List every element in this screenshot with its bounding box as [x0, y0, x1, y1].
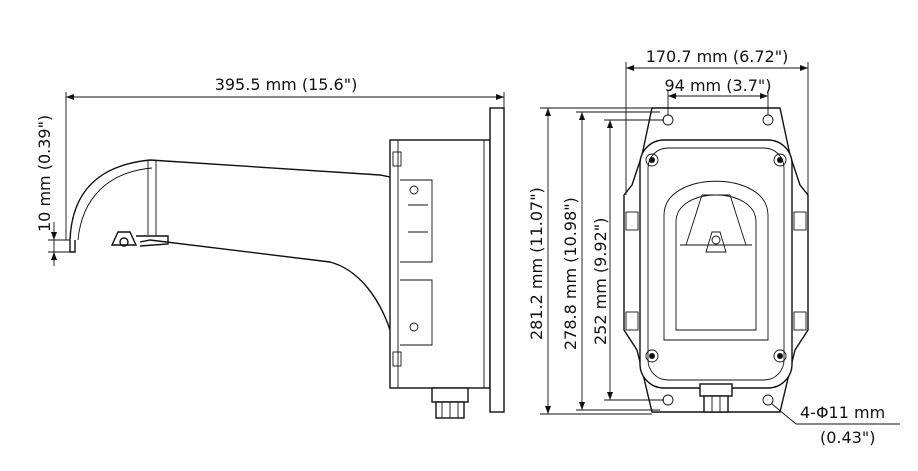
width-arrow-left	[626, 65, 634, 71]
side-tab-lt	[625, 211, 639, 231]
dim-hook: 10 mm (0.39")	[35, 115, 70, 266]
hole-spacing-v-label: 252 mm (9.92")	[591, 218, 610, 345]
hole-h-arrow-right	[760, 93, 768, 99]
overall-length-label: 395.5 mm (15.6")	[215, 75, 358, 94]
dim-hole-spacing-h: 94 mm (3.7")	[665, 76, 772, 115]
corner-screw-br	[773, 349, 787, 363]
hook-arrow-bottom	[51, 252, 57, 260]
latch-tab	[136, 235, 169, 247]
height-arrow-bottom	[545, 406, 551, 414]
mount-hole-br	[762, 394, 774, 406]
leader-line	[771, 403, 797, 425]
screw-2	[409, 322, 419, 332]
dim-overall-length: 395.5 mm (15.6")	[65, 75, 505, 240]
side-tab-rt	[793, 211, 807, 231]
front-view	[623, 107, 809, 413]
screw-dot-tl	[649, 157, 655, 163]
arm-outline	[69, 159, 396, 331]
inner-arch	[663, 180, 769, 341]
plate-flange	[483, 139, 491, 389]
plate-arrow-top	[579, 112, 585, 120]
plate-arrow-bottom	[579, 402, 585, 410]
screw-dot-br	[777, 353, 783, 359]
gland-nut	[431, 387, 469, 403]
recess-lower	[400, 279, 433, 346]
screw-dot-bl	[649, 353, 655, 359]
screw-dot-tr	[777, 157, 783, 163]
height-arrow-top	[545, 108, 551, 116]
hole-v-arrow-top	[607, 120, 613, 128]
clip-bottom	[392, 351, 402, 367]
plate-height-label: 278.8 mm (10.98")	[561, 197, 580, 350]
side-tab-rb	[793, 311, 807, 331]
latch-front-pin	[711, 235, 721, 245]
arrow-left	[66, 94, 74, 100]
box-height-label: 281.2 mm (11.07")	[527, 187, 546, 340]
hole-diameter-label-2: (0.43")	[820, 428, 875, 447]
recess-lines	[408, 204, 428, 233]
hole-spacing-h-label: 94 mm (3.7")	[665, 76, 772, 95]
hole-diameter-label-1: 4-Φ11 mm	[800, 403, 885, 422]
screw-1	[409, 185, 419, 195]
hook-arrow-top	[51, 232, 57, 240]
side-tab-lb	[625, 311, 639, 331]
front-gland-nut	[699, 383, 733, 397]
dim-box-height: 281.2 mm (11.07")	[527, 107, 652, 415]
front-box	[639, 139, 793, 389]
hole-v-arrow-bottom	[607, 392, 613, 400]
latch	[110, 231, 138, 246]
latch-front	[705, 231, 727, 253]
wall-plate-side	[489, 107, 505, 413]
front-box-inner	[647, 147, 785, 381]
dim-box-width: 170.7 mm (6.72")	[625, 47, 809, 195]
front-gland-body	[703, 395, 729, 413]
corner-screw-tr	[773, 153, 787, 167]
side-view	[69, 107, 505, 419]
corner-screw-tl	[645, 153, 659, 167]
dim-plate-height: 278.8 mm (10.98")	[561, 111, 660, 411]
box-width-label: 170.7 mm (6.72")	[646, 47, 789, 66]
corner-screw-bl	[645, 349, 659, 363]
arm-inner-line	[77, 167, 153, 241]
dim-hole-spacing-v: 252 mm (9.92")	[591, 119, 664, 401]
junction-box	[389, 139, 491, 389]
hook-offset-label: 10 mm (0.39")	[35, 115, 54, 232]
arm-hook	[69, 240, 76, 253]
arrow-right	[496, 94, 504, 100]
clip-top	[392, 151, 402, 167]
hole-h-arrow-left	[668, 93, 676, 99]
width-arrow-right	[800, 65, 808, 71]
latch-pin	[119, 237, 129, 247]
dim-hole-diameter: 4-Φ11 mm (0.43")	[771, 403, 900, 447]
recess-upper	[400, 179, 433, 263]
